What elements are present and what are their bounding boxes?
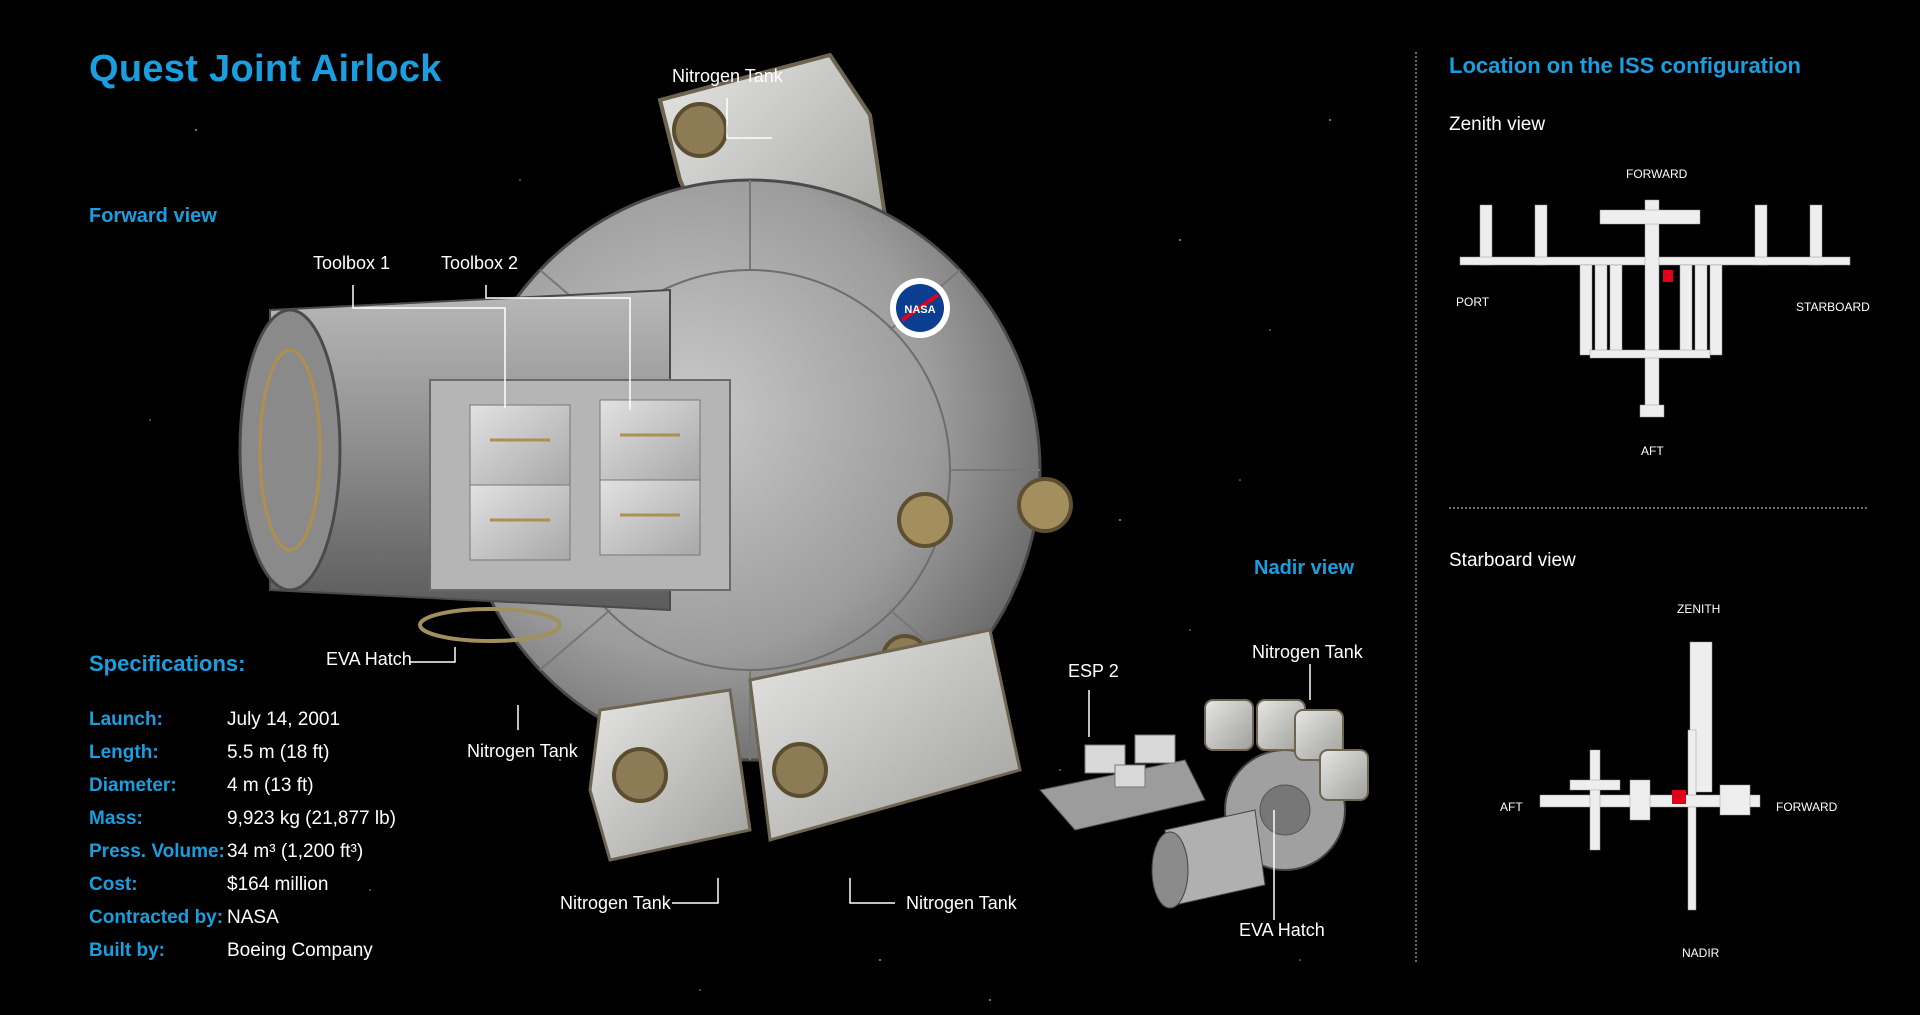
nadir-view-heading: Nadir view (1254, 557, 1355, 579)
quest-location-marker-starboard (1672, 790, 1686, 804)
starboard-view-heading: Starboard view (1449, 550, 1576, 571)
airlock-illustration: NASA (238, 52, 1073, 862)
forward-view-heading: Forward view (89, 205, 217, 227)
label-nitrogen-tank-mid: Nitrogen Tank (467, 741, 578, 761)
starboard-label-nadir: NADIR (1682, 946, 1720, 960)
starboard-label-aft: AFT (1500, 800, 1523, 814)
label-esp-2: ESP 2 (1068, 661, 1119, 681)
nadir-view-illustration (1039, 699, 1369, 909)
label-nitrogen-tank-top: Nitrogen Tank (672, 66, 783, 86)
starboard-label-forward: FORWARD (1776, 800, 1838, 814)
zenith-view-heading: Zenith view (1449, 114, 1546, 135)
starboard-label-zenith: ZENITH (1677, 602, 1721, 616)
iss-starboard-diagram (1539, 641, 1761, 911)
quest-location-marker-zenith (1663, 270, 1673, 282)
specifications-heading: Specifications: (89, 651, 246, 676)
label-nitrogen-tank-bottom-left: Nitrogen Tank (560, 893, 671, 913)
label-nadir-nitrogen-tank: Nitrogen Tank (1252, 642, 1363, 662)
label-nadir-eva-hatch: EVA Hatch (1239, 920, 1325, 940)
label-nitrogen-tank-bottom-right: Nitrogen Tank (906, 893, 1017, 913)
zenith-label-aft: AFT (1641, 444, 1664, 458)
zenith-label-port: PORT (1456, 295, 1490, 309)
zenith-label-forward: FORWARD (1626, 167, 1688, 181)
label-toolbox-1: Toolbox 1 (313, 253, 391, 273)
page-title: Quest Joint Airlock (89, 48, 442, 90)
horizontal-divider (1449, 507, 1867, 509)
label-toolbox-2: Toolbox 2 (441, 253, 519, 273)
iss-zenith-diagram (1459, 199, 1851, 418)
zenith-label-starboard: STARBOARD (1796, 300, 1870, 314)
location-heading: Location on the ISS configuration (1449, 53, 1801, 78)
label-eva-hatch: EVA Hatch (326, 649, 412, 669)
vertical-divider (1415, 52, 1417, 962)
nasa-logo: NASA (904, 304, 935, 316)
